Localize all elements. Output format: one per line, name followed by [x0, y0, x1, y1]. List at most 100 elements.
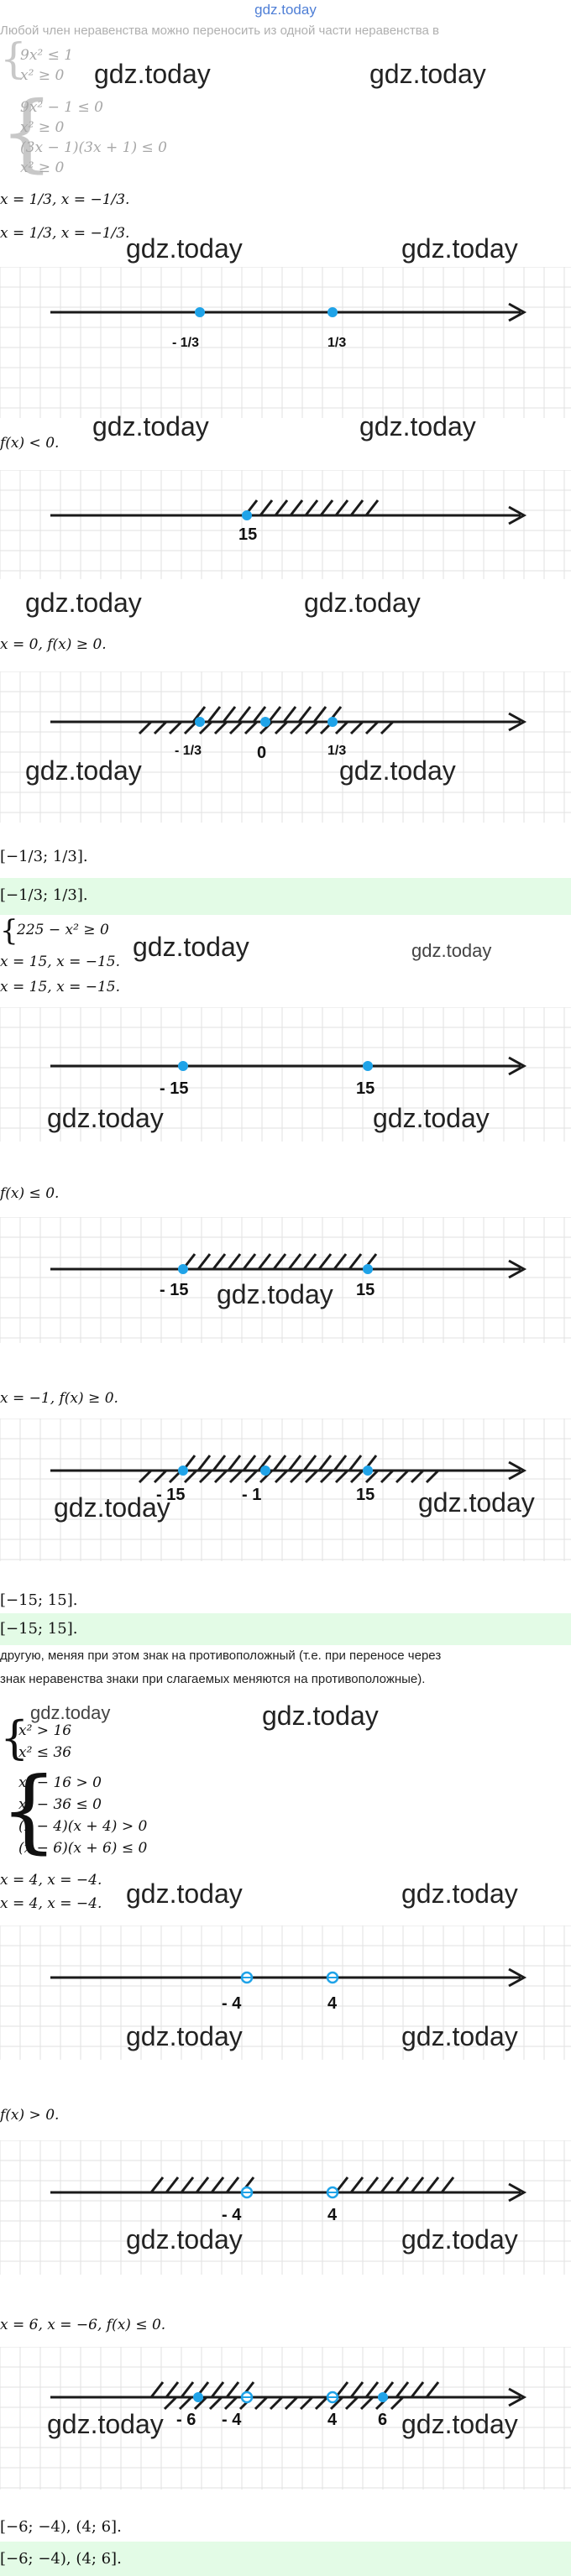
hatch-stroke — [344, 2396, 359, 2411]
axis-arrow — [508, 1056, 527, 1076]
filled-point — [327, 717, 338, 727]
hatch-stroke — [359, 2396, 375, 2411]
hatch-stroke — [183, 720, 198, 735]
hatch-stroke — [138, 720, 153, 735]
hatch-stroke — [257, 1253, 272, 1270]
point-label: - 1/3 — [172, 336, 200, 350]
answer-text: [−6; −4), (4; 6]. — [0, 2550, 122, 2568]
hatch-stroke — [349, 1469, 364, 1484]
watermark: gdz.today — [133, 932, 249, 962]
system-line: x² ≥ 0 — [20, 119, 65, 136]
roots-line: x = 15, x = −15. — [0, 954, 120, 970]
hatch-stroke — [304, 720, 319, 735]
hatch-stroke — [364, 2381, 380, 2398]
watermark: gdz.today — [92, 411, 209, 442]
hatch-stroke — [259, 499, 274, 516]
system-line: x² ≤ 36 — [18, 1744, 72, 1761]
hatch-stroke — [314, 2396, 329, 2411]
hatch-stroke — [349, 2176, 364, 2193]
point-label: 15 — [238, 525, 258, 544]
hatch-stroke — [222, 706, 237, 723]
system-brace: { — [0, 914, 18, 948]
hatch-stroke — [180, 2176, 195, 2193]
watermark: gdz.today — [30, 1702, 111, 1723]
hatch-stroke — [153, 1469, 168, 1484]
hatch-stroke — [299, 2396, 314, 2411]
point-label: 6 — [378, 2411, 388, 2429]
condition: x = 0, f(x) ≥ 0. — [0, 636, 107, 653]
hatch-stroke — [334, 720, 349, 735]
hatch-stroke — [180, 2381, 195, 2398]
hatch-stroke — [349, 2381, 364, 2398]
point-label: - 1/3 — [175, 744, 202, 758]
watermark: gdz.today — [401, 2021, 518, 2051]
watermark: gdz.today — [304, 588, 421, 618]
watermark: gdz.today — [373, 1103, 490, 1133]
hatch-stroke — [425, 2176, 440, 2193]
watermark: gdz.today — [401, 2409, 518, 2439]
hatch-stroke — [223, 2396, 238, 2411]
hatch-stroke — [252, 706, 267, 723]
hatch-stroke — [395, 2176, 410, 2193]
number-line-5 — [0, 1217, 571, 1343]
axis-arrow — [508, 1460, 527, 1481]
filled-point — [260, 1466, 270, 1476]
hatch-stroke — [333, 1455, 348, 1471]
point-label: - 15 — [160, 1079, 189, 1098]
hatch-stroke — [207, 706, 222, 723]
number-line-4 — [0, 1007, 571, 1142]
watermark: gdz.today — [411, 940, 492, 961]
rule-text: Любой член неравенства можно переносить … — [0, 24, 439, 38]
hatch-stroke — [272, 1253, 287, 1270]
hatch-stroke — [349, 499, 364, 516]
site-title[interactable]: gdz.today — [254, 2, 317, 18]
system-line: 9x² ≤ 1 — [20, 47, 74, 64]
hatch-stroke — [390, 2396, 405, 2411]
hatch-stroke — [410, 1469, 425, 1484]
watermark: gdz.today — [126, 233, 243, 264]
watermark: gdz.today — [54, 1492, 170, 1523]
condition: x = −1, f(x) ≥ 0. — [0, 1390, 118, 1407]
hatch-stroke — [165, 2176, 180, 2193]
system-line: x² > 16 — [18, 1722, 72, 1739]
hatch-stroke — [227, 1455, 242, 1471]
hatch-stroke — [267, 706, 282, 723]
hatch-stroke — [237, 706, 252, 723]
hatch-stroke — [244, 1469, 259, 1484]
interval: [−6; −4), (4; 6]. — [0, 2518, 122, 2536]
rule-text: знак неравенства знаки при слагаемых мен… — [0, 1672, 426, 1686]
watermark: gdz.today — [47, 1103, 164, 1133]
filled-point — [178, 1264, 188, 1274]
hatch-stroke — [227, 1253, 242, 1270]
hatch-stroke — [210, 2381, 225, 2398]
condition: f(x) < 0. — [0, 435, 60, 452]
answer-box: [−15; 15]. — [0, 1613, 571, 1645]
system-line: (3x − 1)(3x + 1) ≤ 0 — [20, 139, 167, 156]
hatch-stroke — [259, 1469, 274, 1484]
hatch-stroke — [333, 1253, 348, 1270]
system-brace: { — [0, 1758, 58, 1863]
hatch-stroke — [410, 2381, 425, 2398]
watermark: gdz.today — [126, 1878, 243, 1909]
point-label: 4 — [327, 2206, 338, 2224]
hatch-stroke — [348, 1253, 363, 1270]
axis-arrow — [508, 2387, 527, 2407]
hatch-stroke — [198, 720, 213, 735]
hatch-stroke — [395, 1469, 410, 1484]
hatch-stroke — [244, 720, 259, 735]
hatch-stroke — [254, 2396, 269, 2411]
point-label: - 4 — [222, 2411, 242, 2429]
roots-line: x = 1/3, x = −1/3. — [0, 191, 130, 208]
filled-point — [178, 1061, 188, 1071]
axis-arrow — [508, 1259, 527, 1279]
watermark: gdz.today — [217, 1279, 333, 1309]
hatch-stroke — [149, 2176, 165, 2193]
system-line: 225 − x² ≥ 0 — [17, 922, 109, 938]
roots-line: x = 15, x = −15. — [0, 979, 120, 995]
point-label: 4 — [327, 2411, 338, 2429]
point-label: 15 — [356, 1281, 375, 1299]
hatch-stroke — [289, 499, 304, 516]
interval: [−15; 15]. — [0, 1591, 78, 1609]
hatch-stroke — [228, 720, 244, 735]
number-line-2 — [0, 470, 571, 579]
